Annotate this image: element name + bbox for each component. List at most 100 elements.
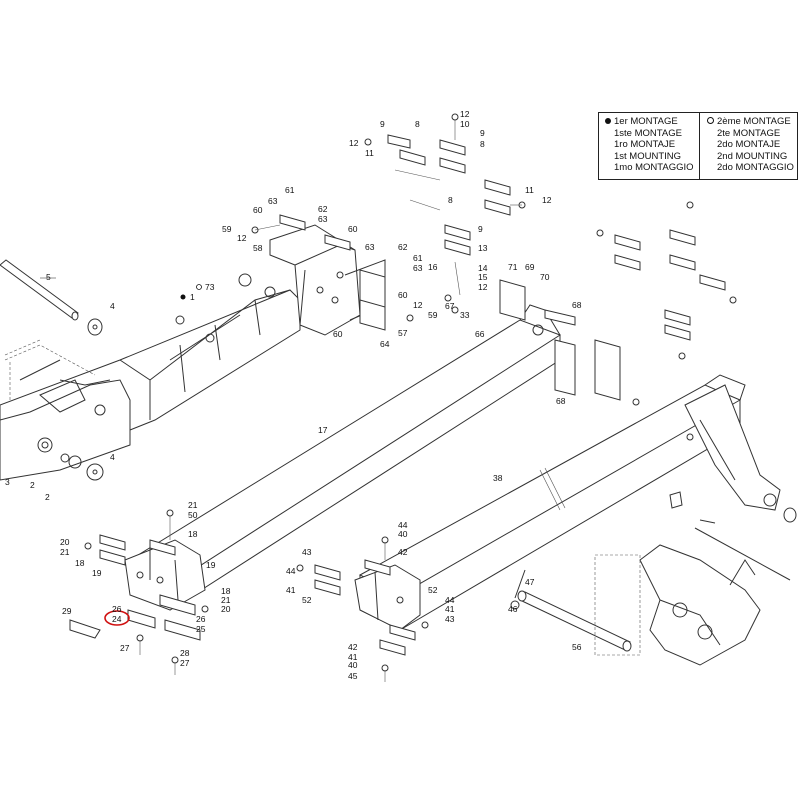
callout-number: 40 <box>348 660 358 670</box>
hardware-group-bottom-left <box>69 509 209 675</box>
callout-number: 57 <box>398 328 408 338</box>
callout-number: 42 <box>348 642 358 652</box>
callout-number: 58 <box>253 243 263 253</box>
rod-48 <box>694 527 791 581</box>
callout-number: 9 <box>480 128 485 138</box>
callout-4: 4 <box>110 301 115 311</box>
callout-number: 25 <box>196 624 206 634</box>
callout-number: 33 <box>460 310 470 320</box>
callout-73: 73 <box>205 282 215 292</box>
main-frame <box>0 273 301 481</box>
callout-number: 64 <box>380 339 390 349</box>
callout-number: 63 <box>413 263 423 273</box>
callout-number: 20 <box>221 604 231 614</box>
quick-hitch-55 <box>639 544 761 666</box>
callout-number: 46 <box>508 604 518 614</box>
callout-number: 20 <box>60 537 70 547</box>
callout-number: 41 <box>286 585 296 595</box>
legend-divider <box>699 113 700 179</box>
callout-number: 66 <box>475 329 485 339</box>
callout-number: 44 <box>398 520 408 530</box>
callout-number: 41 <box>348 652 358 662</box>
hardware-group-top <box>251 113 737 406</box>
callout-number: 14 <box>478 263 488 273</box>
callout-number: 62 <box>398 242 408 252</box>
callout-number: 52 <box>428 585 438 595</box>
callout-number: 43 <box>445 614 455 624</box>
callout-number: 16 <box>428 262 438 272</box>
legend-row: 1st MOUNTING <box>614 150 682 162</box>
washer-4-top <box>87 318 103 336</box>
boom-end-bracket-right <box>684 384 781 511</box>
callout-number: 59 <box>222 224 232 234</box>
legend-row: 2te MONTAGE <box>717 127 781 139</box>
montage-legend: 1er MONTAGE 1ste MONTAGE 1ro MONTAJE 1st… <box>598 112 798 180</box>
callout-number: 11 <box>525 185 534 195</box>
callout-number: 41 <box>445 604 455 614</box>
callout-number: 13 <box>478 243 488 253</box>
callout-number: 40 <box>398 529 408 539</box>
callout-number: 68 <box>556 396 566 406</box>
callout-number: 27 <box>180 658 190 668</box>
callout-number: 45 <box>348 671 358 681</box>
callout-number: 42 <box>398 547 408 557</box>
callout-number: 8 <box>448 195 453 205</box>
boom-end-bracket-left <box>124 539 206 611</box>
callout-number: 8 <box>415 119 420 129</box>
callout-number: 9 <box>380 119 385 129</box>
callout-number: 47 <box>525 577 535 587</box>
filled-dot-icon <box>605 118 611 124</box>
callout-number: 26 <box>112 604 122 614</box>
washer-4-bottom <box>86 463 104 481</box>
callout-3: 3 <box>5 477 10 487</box>
legend-row: 1mo MONTAGGIO <box>614 162 694 173</box>
callout-number: 12 <box>349 138 359 148</box>
callout-number: 18 <box>188 529 198 539</box>
legend-first-mounting: 1er MONTAGE 1ste MONTAGE 1ro MONTAJE 1st… <box>605 116 694 174</box>
callout-2: 2 <box>30 480 35 490</box>
callout-4b: 4 <box>110 452 115 462</box>
callout-number: 10 <box>460 119 470 129</box>
pin-5 <box>0 259 79 321</box>
callout-number: 60 <box>253 205 263 215</box>
callout-number: 60 <box>333 329 343 339</box>
callout-number: 70 <box>540 272 550 282</box>
callout-number: 19 <box>206 560 216 570</box>
callout-number: 63 <box>365 242 375 252</box>
callout-number: 27 <box>120 643 130 653</box>
callout-17: 17 <box>318 425 328 435</box>
callout-number: 43 <box>302 547 312 557</box>
callout-number: 67 <box>445 301 455 311</box>
legend-second-mounting: 2ème MONTAGE 2te MONTAGE 2do MONTAJE 2nd… <box>707 116 794 174</box>
legend-row: 2do MONTAJE <box>717 139 781 150</box>
callout-number: 29 <box>62 606 72 616</box>
callout-number: 21 <box>221 595 231 605</box>
legend-row: 1ste MONTAGE <box>614 127 682 139</box>
callout-number: 50 <box>188 510 198 520</box>
callout-number: 44 <box>286 566 296 576</box>
callout-1: 1 <box>190 292 195 302</box>
callout-number: 44 <box>445 595 455 605</box>
callout-2b: 2 <box>45 492 50 502</box>
legend-row: 1er MONTAGE <box>605 116 694 128</box>
callout-labels: 5 4 4 1 73 3 2 2 17 38 9 8 12 11 10 12 9… <box>5 109 582 681</box>
callout-number: 59 <box>428 310 438 320</box>
callout-number: 18 <box>75 558 85 568</box>
callout-38: 38 <box>493 473 503 483</box>
callout-number: 60 <box>398 290 408 300</box>
legend-row: 2nd MOUNTING <box>717 150 788 162</box>
callout-number: 28 <box>180 648 190 658</box>
callout-number: 60 <box>348 224 358 234</box>
callout-number: 52 <box>302 595 312 605</box>
callout-number: 62 <box>318 204 328 214</box>
bolt-47 <box>510 569 526 610</box>
callout-number: 19 <box>92 568 102 578</box>
callout-5: 5 <box>46 272 51 282</box>
hardware-group-bottom-middle <box>296 536 429 682</box>
callout-number: 69 <box>525 262 535 272</box>
callout-number: 63 <box>268 196 278 206</box>
highlight-ring-24 <box>104 610 130 626</box>
callout-number: 12 <box>460 109 470 119</box>
callout-number: 9 <box>478 224 483 234</box>
